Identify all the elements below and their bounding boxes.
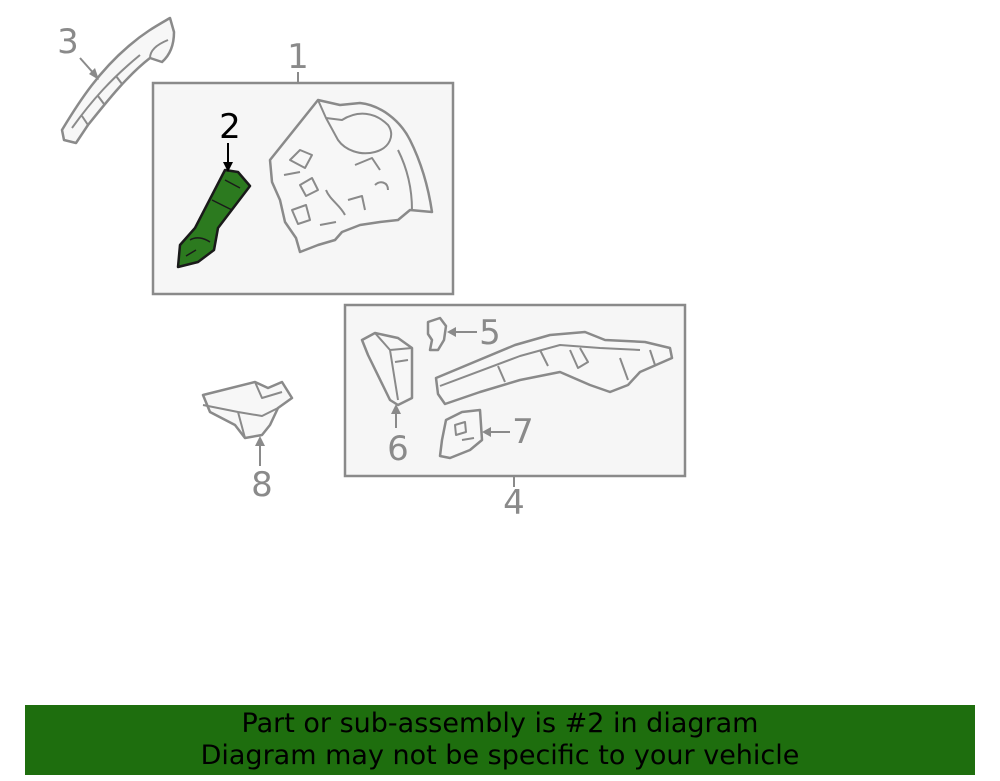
parts-diagram: 1 2 3 4 5 6 7 8 [57,16,687,523]
part-7-plate[interactable] [438,408,484,460]
arrowhead-7 [482,427,491,437]
banner-line-2: Diagram may not be specific to your vehi… [200,740,800,771]
part-3-rail[interactable] [60,16,176,145]
callout-5: 5 [479,313,501,353]
arrowhead-2 [223,162,233,172]
arrowhead-3 [89,68,99,80]
callout-8: 8 [251,465,273,505]
part-4-frame-rail[interactable] [434,330,674,406]
part-6-gusset[interactable] [360,331,414,407]
part-5-clip[interactable] [426,316,448,352]
part-1-wheelhouse[interactable] [268,98,434,254]
part-2-bracket-highlighted[interactable] [176,168,252,269]
arrowhead-5 [447,327,456,337]
callout-1: 1 [287,37,309,77]
leader-arrowheads [89,68,491,446]
part-8-bracket[interactable] [201,380,294,440]
callout-2: 2 [219,107,241,147]
callout-4: 4 [503,483,525,523]
callout-7: 7 [512,412,534,452]
info-banner: Part or sub-assembly is #2 in diagram Di… [25,705,975,775]
callout-6: 6 [387,429,409,469]
arrowhead-8 [255,436,265,446]
banner-line-1: Part or sub-assembly is #2 in diagram [241,708,759,739]
arrowhead-6 [391,404,401,414]
callout-3: 3 [57,22,79,62]
